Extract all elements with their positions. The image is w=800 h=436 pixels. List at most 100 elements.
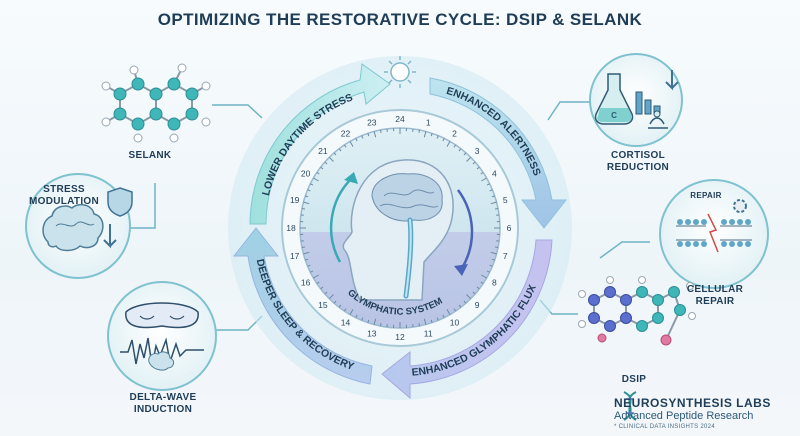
brand-subtitle: Advanced Peptide Research (614, 410, 754, 422)
flow-arrow-up-head (344, 172, 358, 184)
brain-icon (42, 203, 104, 252)
clock-tick (458, 304, 462, 308)
cellular-repair-line1: CELLULAR (686, 284, 744, 295)
connector-cortisol (547, 101, 590, 121)
clock-tick (355, 314, 358, 318)
clock-tick (361, 135, 364, 139)
clock-tick (380, 129, 382, 133)
cellular-repair-line2: REPAIR (695, 296, 735, 307)
clock-tick (418, 129, 420, 133)
clock-hour-7: 7 (503, 251, 508, 261)
brand-name: NEUROSYNTHESIS LABS (614, 396, 771, 410)
clock-tick (453, 144, 457, 148)
clock-hour-12: 12 (395, 332, 405, 342)
clock-tick (486, 270, 490, 273)
flow-arrow-down-head (454, 264, 468, 276)
clock-tick (361, 317, 364, 321)
clock-hour-17: 17 (290, 251, 300, 261)
membrane-icon (676, 225, 752, 241)
clock-hour-23: 23 (367, 118, 377, 128)
clock-hour-16: 16 (301, 278, 311, 288)
cellular-repair-node (659, 179, 769, 289)
delta-wave-label: DELTA-WAVE INDUCTION (120, 392, 206, 416)
stress-modulation-line2: MODULATION (28, 196, 100, 207)
clock-tick (305, 258, 309, 261)
clock-tick (373, 131, 377, 138)
head-brain-icon (342, 159, 454, 301)
clock-hour-4: 4 (492, 169, 497, 179)
clock-hour-24: 24 (395, 114, 405, 124)
clock-tick (481, 177, 487, 182)
clock-tick (328, 156, 334, 162)
clock-tick (463, 152, 467, 156)
flow-arrow-down-icon (456, 189, 474, 269)
arrow-lower-daytime-stress (249, 63, 391, 225)
clock-tick (466, 156, 472, 162)
page-title: OPTIMIZING THE RESTORATIVE CYCLE: DSIP &… (157, 10, 643, 29)
flow-arrow-up-icon (329, 177, 353, 263)
clock-tick (307, 264, 311, 267)
clock-hour-2: 2 (452, 129, 457, 139)
clock-tick (355, 138, 358, 142)
clock-tick (333, 300, 337, 304)
clock-tick (436, 135, 439, 139)
clock-tick (313, 274, 319, 279)
repair-spark-icon (707, 213, 719, 253)
clock-tick (446, 141, 451, 147)
clock-tick (430, 319, 433, 323)
clock-tick (316, 281, 320, 285)
clock-hour-9: 9 (475, 300, 480, 310)
clock-tick (301, 208, 305, 210)
clock-tick (320, 166, 324, 170)
delta-wave-node (107, 281, 217, 391)
connector-selank (212, 104, 263, 119)
clock-tick (349, 141, 354, 147)
clock-tick (476, 166, 480, 170)
clock-tick (480, 171, 484, 175)
clock-hour-3: 3 (475, 146, 480, 156)
clock-tick (301, 246, 305, 248)
clock-tick (490, 251, 497, 255)
bar-chart-icon (635, 91, 661, 115)
arrow-deeper-sleep-recovery (232, 227, 373, 385)
clock-tick (324, 161, 328, 165)
gear-icon (733, 199, 747, 213)
connector-stress (120, 183, 156, 229)
clock-tick (324, 291, 328, 295)
clock-hour-8: 8 (492, 278, 497, 288)
arrow-down-icon (103, 224, 117, 249)
clock-tick (489, 189, 493, 192)
clock-tick (476, 286, 480, 290)
selank-label: SELANK (128, 150, 172, 161)
clock-tick (373, 318, 377, 325)
arrow-enhanced-glymphatic-flux (381, 239, 553, 400)
dsip-molecule-icon (578, 276, 696, 346)
clock-tick (491, 258, 495, 261)
clock-tick (303, 251, 310, 255)
clock-tick (490, 201, 497, 205)
clock-tick (472, 161, 476, 165)
clock-tick (453, 308, 457, 312)
clock-tick (486, 183, 490, 186)
clock-hour-5: 5 (503, 195, 508, 205)
clock-tick (495, 208, 499, 210)
clock-tick (333, 152, 337, 156)
clock-tick (458, 148, 462, 152)
cortisol-label: CORTISOL REDUCTION (596, 150, 680, 174)
sun-icon (384, 56, 416, 88)
connector-cellular (599, 241, 650, 259)
dsip-label: DSIP (621, 374, 647, 385)
delta-wave-line2: INDUCTION (133, 404, 193, 415)
clock-tick (442, 314, 445, 318)
delta-wave-line1: DELTA-WAVE (129, 392, 197, 403)
clock-tick (349, 309, 354, 315)
clock-tick (423, 131, 427, 138)
clock-tick (472, 291, 476, 295)
clock-tick (338, 304, 342, 308)
selank-molecule-icon (101, 63, 211, 143)
clock-tick (380, 323, 382, 327)
clock-tick (481, 274, 487, 279)
clock-tick (343, 308, 347, 312)
clock-tick (310, 270, 314, 273)
